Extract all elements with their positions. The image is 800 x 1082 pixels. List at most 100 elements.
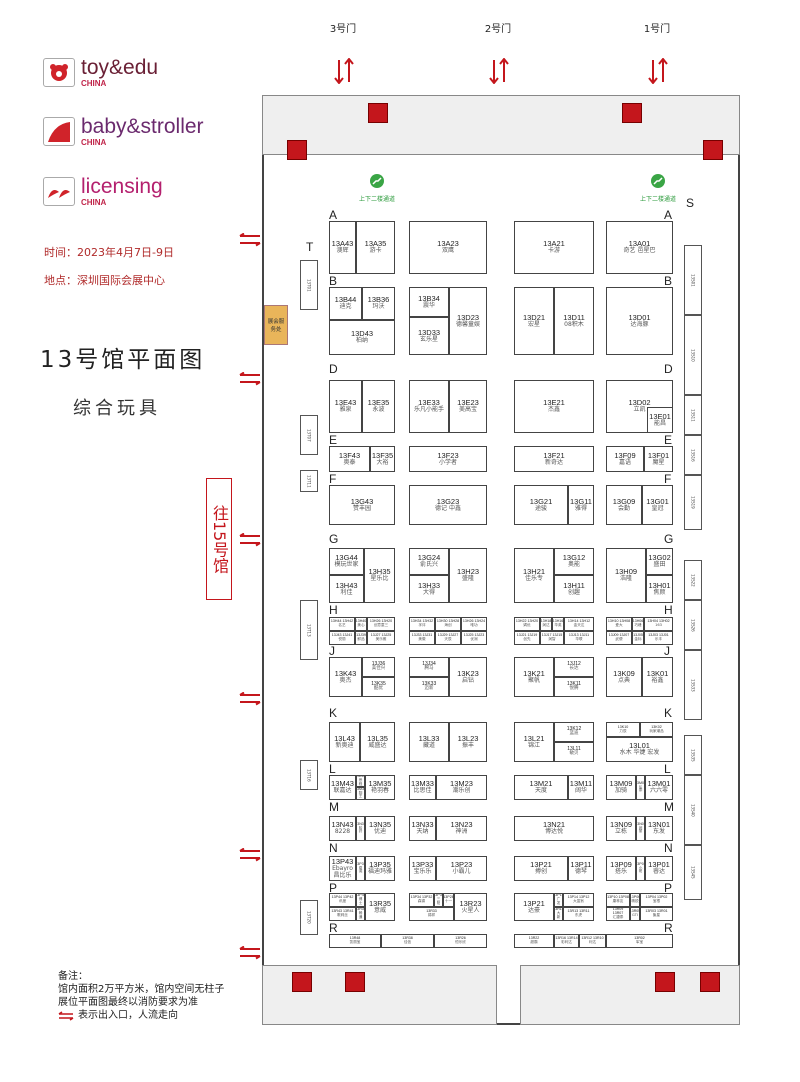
side-booth[interactable]: 13S26 (684, 600, 702, 650)
booth[interactable]: 13P39原诚 (356, 856, 365, 881)
side-booth[interactable]: 13T20 (300, 900, 318, 935)
side-booth[interactable]: 13T16 (300, 760, 318, 790)
entrance-arrows-icon[interactable] (238, 533, 262, 547)
gate-3-arrows-icon[interactable] (333, 58, 355, 84)
side-booth[interactable]: 13S19 (684, 475, 702, 530)
side-booth[interactable]: 13S40 (684, 775, 702, 845)
entrance-arrows-icon[interactable] (238, 233, 262, 247)
gate-1-arrows-icon[interactable] (647, 58, 669, 84)
side-booth[interactable]: 13S16 (684, 435, 702, 475)
side-booth[interactable]: 13S10 (684, 315, 702, 395)
side-booth[interactable]: 13S33 (684, 650, 702, 720)
service-desk[interactable]: 展会服务处 (264, 305, 288, 345)
booth[interactable]: 13P16广发 (554, 893, 563, 907)
booth[interactable]: 13M39翔王 (356, 787, 365, 800)
booth[interactable]: 13N05润丽 (636, 816, 645, 841)
booth[interactable]: 13P30三阳 (434, 893, 443, 907)
side-booth[interactable]: 13T11 (300, 470, 318, 492)
